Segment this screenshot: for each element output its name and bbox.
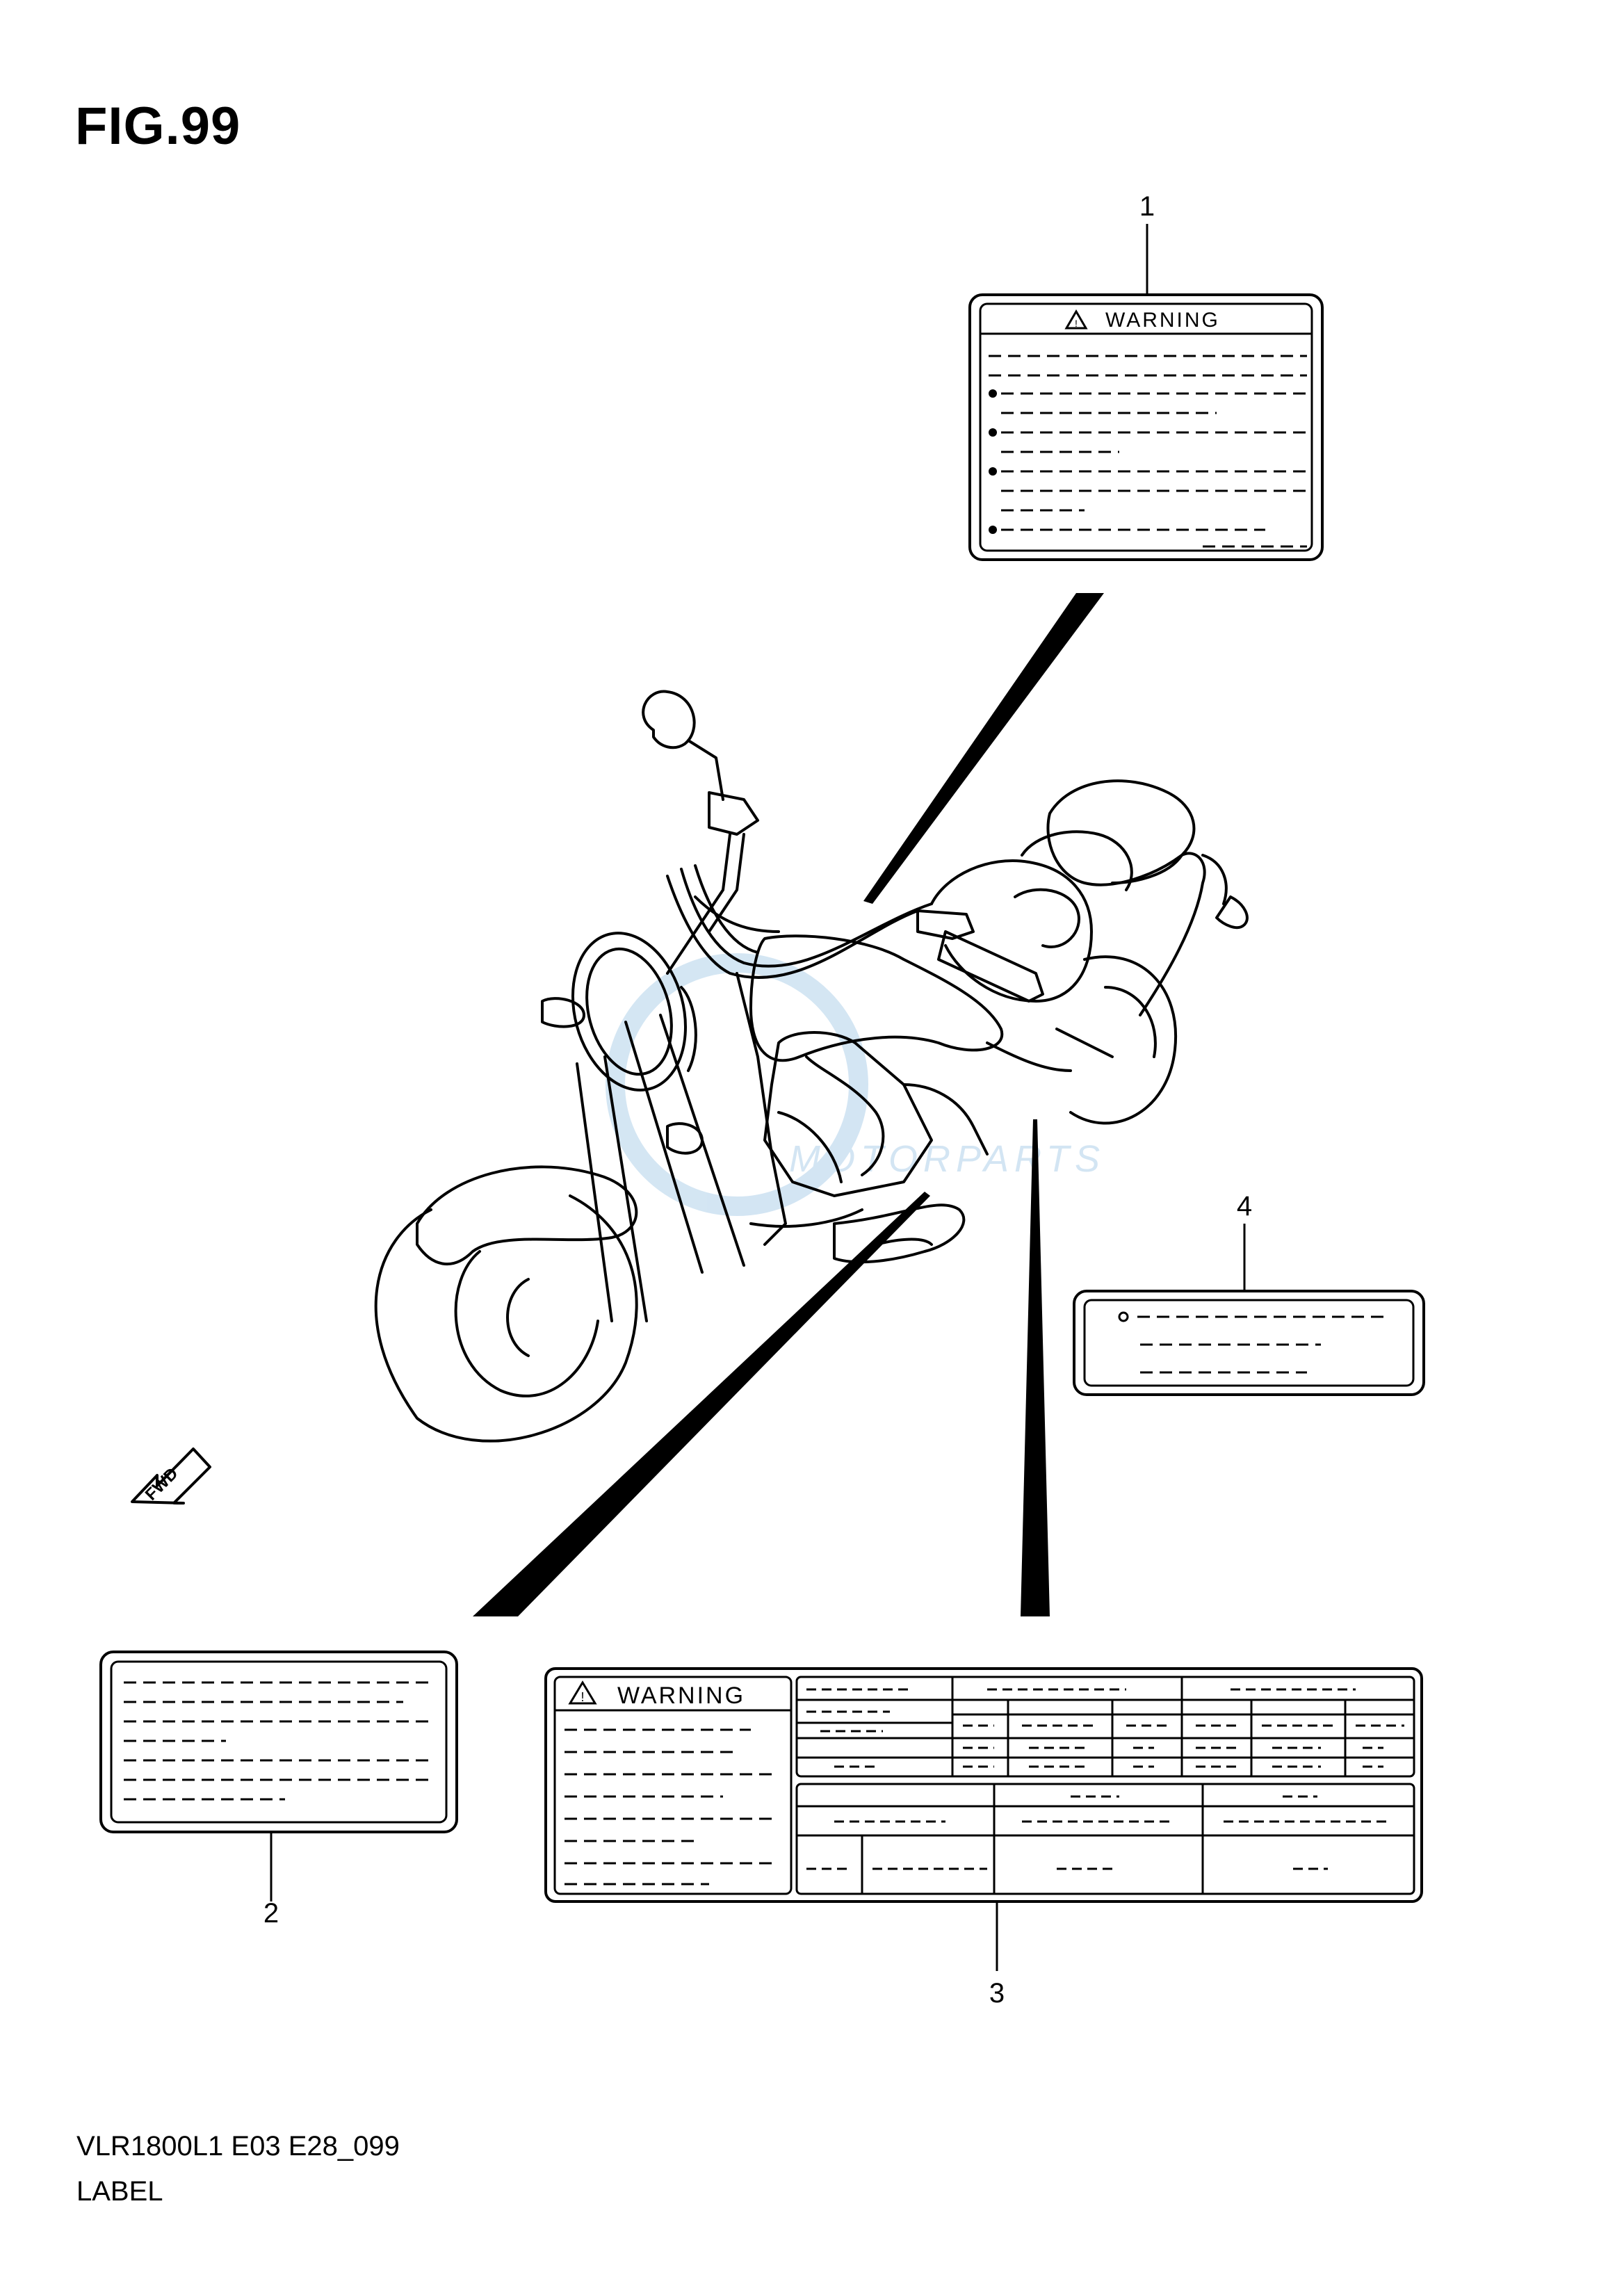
callout-number-3: 3 [989, 1978, 1005, 2009]
label-1-warning-text: WARNING [1105, 309, 1220, 332]
callout-number-1: 1 [1139, 191, 1155, 222]
callout-lines [270, 224, 1246, 1971]
warning-triangle-icon: ! [568, 1680, 597, 1705]
label-4-small [1073, 1290, 1425, 1396]
leader-wedge-label-1 [863, 593, 1104, 904]
callout-number-4: 4 [1237, 1191, 1252, 1222]
leader-wedge-label-2 [473, 1192, 930, 1616]
watermark: MOTORPARTS [606, 953, 1105, 1216]
callout-number-2: 2 [263, 1898, 279, 1929]
fwd-arrow-icon: FWD [131, 1447, 211, 1505]
section-label: LABEL [76, 2176, 163, 2207]
label-2-blank [99, 1651, 458, 1833]
watermark-text: MOTORPARTS [789, 1138, 1105, 1180]
model-code: VLR1800L1 E03 E28_099 [76, 2131, 400, 2162]
label-1-warning: ! WARNING [968, 293, 1324, 561]
leader-wedge-label-3 [1021, 1119, 1050, 1616]
label-3-warning-table: ! WARNING [544, 1667, 1423, 1903]
svg-text:!: ! [580, 1690, 584, 1704]
callout-numbers: 1 2 3 4 [263, 191, 1252, 2009]
warning-triangle-icon: ! [1064, 309, 1088, 330]
label-3-warning-text: WARNING [617, 1682, 745, 1709]
svg-text:!: ! [1075, 318, 1078, 329]
leader-wedges [473, 593, 1104, 1616]
figure-title: FIG.99 [75, 97, 241, 156]
motorcycle-drawing [374, 690, 1249, 1443]
